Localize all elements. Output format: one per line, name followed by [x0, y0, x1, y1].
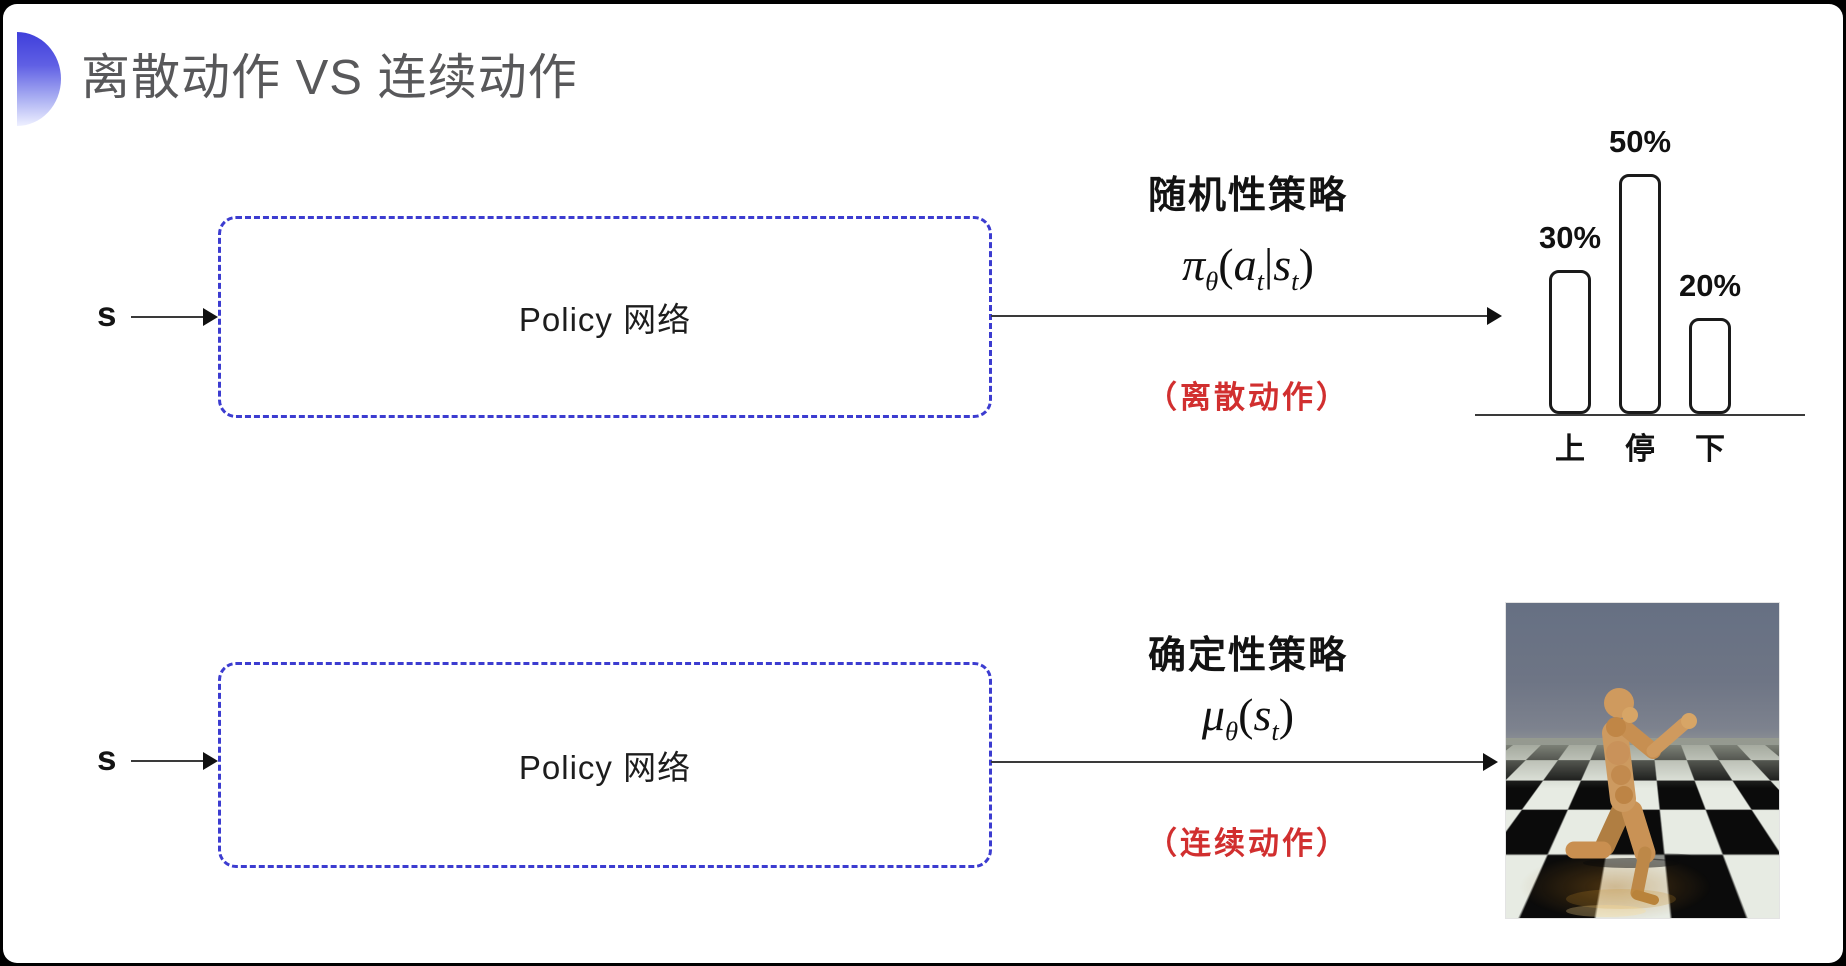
- bar-column: 20%: [1679, 268, 1741, 414]
- chart-category-row: 上停下: [1475, 424, 1805, 468]
- bar-column: 50%: [1609, 124, 1671, 414]
- policy-network-label-bottom: Policy 网络: [518, 749, 692, 786]
- action-probability-chart: 30% 50% 20% 上 停 下: [1475, 112, 1805, 468]
- formula-subscript: θ: [1205, 266, 1219, 297]
- formula-symbol: a: [1233, 239, 1257, 290]
- formula-symbol: μ: [1201, 689, 1225, 740]
- probability-bar: [1689, 318, 1731, 414]
- humanoid-simulation-image: [1505, 602, 1780, 919]
- bar-value-label: 20%: [1678, 268, 1742, 303]
- discrete-action-note: （离散动作）: [1146, 380, 1350, 415]
- probability-bar: [1549, 270, 1591, 414]
- formula-symbol: (: [1218, 239, 1234, 290]
- state-input-label-bottom: s: [97, 739, 117, 778]
- formula-symbol: s: [1273, 239, 1292, 290]
- policy-network-label-top: Policy 网络: [518, 301, 692, 338]
- formula-subscript: t: [1256, 266, 1265, 297]
- formula-symbol: |: [1264, 239, 1274, 290]
- formula-subscript: θ: [1225, 716, 1239, 747]
- chart-bars-area: 30% 50% 20%: [1475, 112, 1805, 414]
- slide-title: 离散动作 VS 连续动作: [81, 51, 578, 105]
- output-arrow-bottom: [991, 753, 1498, 771]
- bar-column: 30%: [1539, 220, 1601, 414]
- input-arrow-bottom: [131, 752, 218, 770]
- formula-symbol: (: [1238, 689, 1254, 740]
- state-input-label-top: s: [97, 295, 117, 334]
- bar-category-label: 停: [1625, 433, 1655, 466]
- chart-baseline: [1475, 414, 1805, 416]
- policy-network-box-bottom: Policy 网络: [218, 662, 992, 868]
- formula-subscript: t: [1291, 266, 1299, 297]
- bar-value-label: 50%: [1608, 124, 1672, 159]
- title-bullet-decoration: [17, 32, 61, 126]
- formula-symbol: ): [1278, 689, 1295, 740]
- bar-value-label: 30%: [1538, 220, 1602, 255]
- stochastic-policy-formula: πθ(at|st): [1023, 238, 1473, 297]
- formula-symbol: ): [1298, 239, 1314, 290]
- formula-symbol: π: [1182, 239, 1206, 290]
- probability-bar: [1619, 174, 1661, 414]
- output-arrow-top: [991, 307, 1502, 325]
- humanoid-robot-figure: [1565, 688, 1697, 917]
- slide-canvas: 离散动作 VS 连续动作 s Policy 网络 随机性策略 πθ(at|st)…: [3, 4, 1843, 963]
- input-arrow-top: [131, 308, 218, 326]
- deterministic-policy-formula: μθ(st): [1023, 688, 1473, 747]
- bar-category-label: 上: [1555, 433, 1585, 466]
- formula-subscript: t: [1271, 716, 1279, 747]
- continuous-action-note: （连续动作）: [1146, 826, 1350, 861]
- policy-network-box-top: Policy 网络: [218, 216, 992, 418]
- formula-symbol: s: [1253, 689, 1272, 740]
- bar-category-label: 下: [1695, 433, 1725, 466]
- stochastic-policy-title: 随机性策略: [1147, 175, 1348, 217]
- blue-halfcircle-icon: [17, 32, 61, 126]
- deterministic-policy-title: 确定性策略: [1147, 635, 1348, 677]
